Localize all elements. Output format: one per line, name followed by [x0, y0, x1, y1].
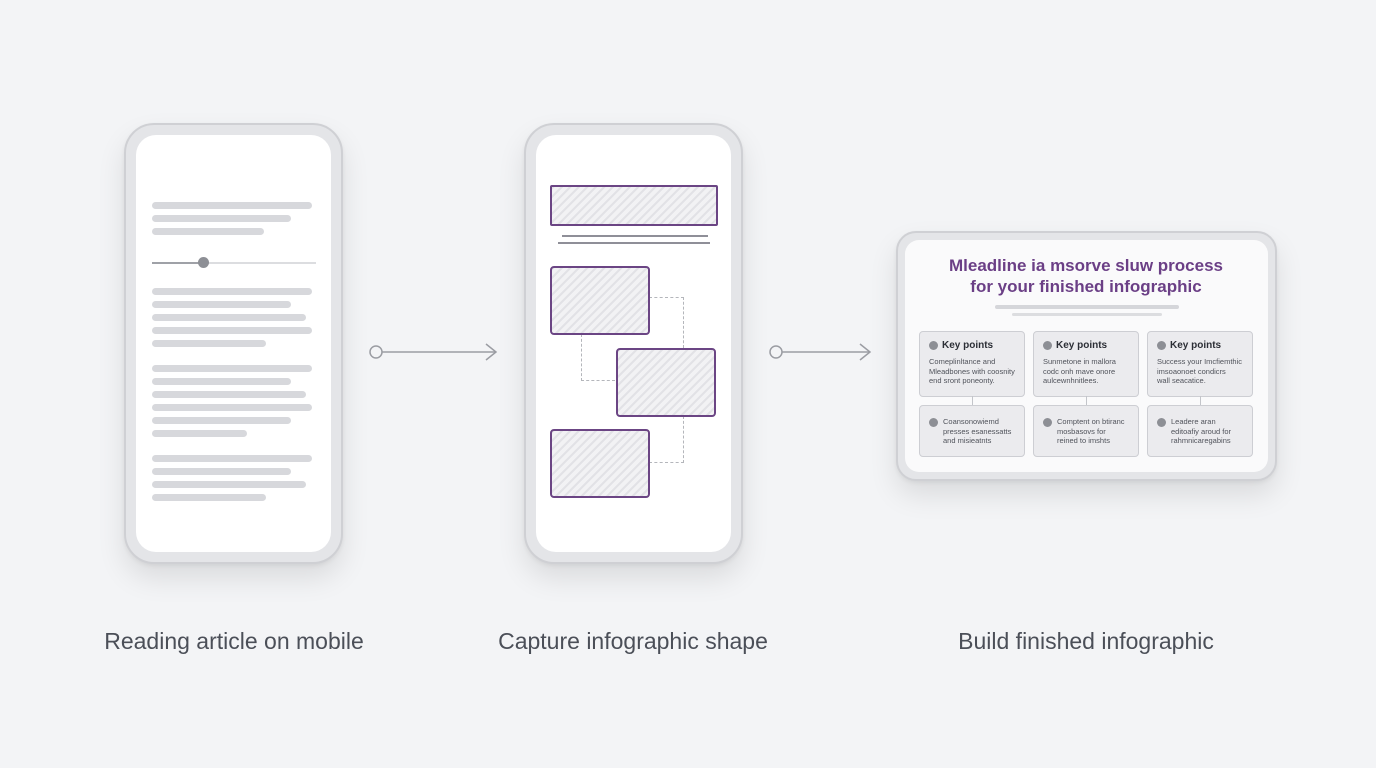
card-line: Leadere aran: [1171, 417, 1216, 426]
bullet-dot-icon: [1157, 418, 1166, 427]
arrow-right-icon: [769, 343, 872, 361]
slider-knob-icon: [198, 257, 209, 268]
sketch-box: [550, 266, 650, 335]
card-body: Sunmetone in mallora codc onh mave onore…: [1043, 357, 1132, 386]
key-points-card: Key points Sunmetone in mallora codc onh…: [1033, 331, 1139, 397]
card-line: Coansonowiemd: [943, 417, 999, 426]
bullet-dot-icon: [1043, 418, 1052, 427]
detail-card: Coansonowiemd presses esanessatts and mi…: [919, 405, 1025, 457]
card-line: Comeplinltance and: [929, 357, 996, 366]
card-line: editoafiy aroud for: [1171, 426, 1232, 436]
key-points-card: Key points Success your Imcfiemthic imso…: [1147, 331, 1253, 397]
card-body: Coansonowiemd presses esanessatts and mi…: [943, 417, 1018, 446]
sketch-connector: [649, 416, 684, 463]
card-line: codc onh mave onore: [1043, 366, 1116, 376]
card-title: Key points: [942, 340, 994, 351]
card-line: reined to imshts: [1057, 436, 1110, 446]
arrow-right-icon: [369, 343, 498, 361]
card-line: Sunmetone in mallora: [1043, 357, 1116, 366]
sketch-header-block: [550, 185, 718, 226]
phone-sketch: [524, 123, 743, 564]
bullet-dot-icon: [1157, 341, 1166, 350]
card-line: Mleadbones with coosnity: [929, 366, 1015, 376]
card-line: imsoaonoet condicrs: [1157, 366, 1226, 376]
step-caption-capture: Capture infographic shape: [498, 628, 768, 654]
card-body: Leadere aran editoafiy aroud for rahmnic…: [1171, 417, 1246, 446]
card-connector: [1086, 396, 1087, 405]
card-connector: [972, 396, 973, 405]
key-points-card: Key points Comeplinltance and Mleadbones…: [919, 331, 1025, 397]
sketch-box: [550, 429, 650, 498]
phone-sketch-screen: [536, 135, 731, 552]
sketch-box: [616, 348, 716, 417]
detail-card: Comptent on btiranc mosbasovs for reined…: [1033, 405, 1139, 457]
card-line: and misieatnts: [943, 436, 992, 446]
card-line: aulcewnhnitlees.: [1043, 376, 1099, 386]
card-line: Success your Imcfiemthic: [1157, 357, 1243, 366]
card-body: Comptent on btiranc mosbasovs for reined…: [1057, 417, 1132, 446]
card-body: Comeplinltance and Mleadbones with coosn…: [929, 357, 1018, 386]
sketch-connector: [649, 297, 684, 348]
bullet-dot-icon: [929, 341, 938, 350]
phone-reading-screen: [136, 135, 331, 552]
card-connector: [1200, 396, 1201, 405]
bullet-dot-icon: [929, 418, 938, 427]
headline-line-2: for your finished infographic: [970, 277, 1202, 296]
card-line: presses esanessatts: [943, 426, 1012, 436]
card-title: Key points: [1170, 340, 1222, 351]
step-caption-reading: Reading article on mobile: [104, 628, 364, 654]
card-line: end sront poneonty.: [929, 376, 995, 386]
sketch-connector: [581, 334, 615, 381]
infographic-headline: Mleadline ia msorve sluw process for you…: [905, 255, 1267, 297]
phone-reading: [124, 123, 343, 564]
card-line: mosbasovs for: [1057, 426, 1106, 436]
card-line: Comptent on btiranc: [1057, 417, 1125, 426]
headline-line-1: Mleadline ia msorve sluw process: [948, 256, 1223, 275]
step-caption-build: Build finished infographic: [958, 628, 1214, 654]
card-line: rahmnicaregabins: [1171, 436, 1231, 446]
bullet-dot-icon: [1043, 341, 1052, 350]
card-title: Key points: [1056, 340, 1108, 351]
card-body: Success your Imcfiemthic imsoaonoet cond…: [1157, 357, 1246, 386]
card-line: wall seacatice.: [1157, 376, 1206, 386]
detail-card: Leadere aran editoafiy aroud for rahmnic…: [1147, 405, 1253, 457]
